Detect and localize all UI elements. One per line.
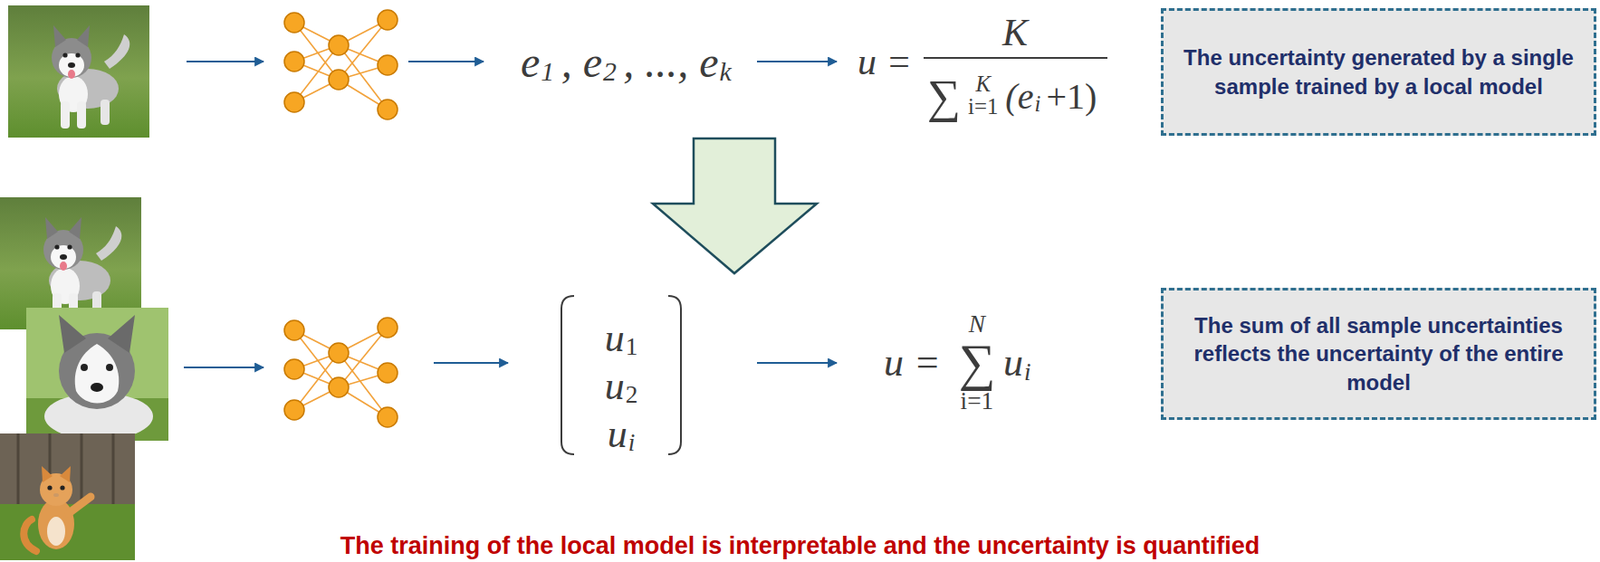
math-symbol: u [607, 411, 628, 458]
math-symbol: i [1024, 358, 1032, 387]
math-symbol: 1 [625, 333, 639, 362]
note-box: The sum of all sample uncertainties refl… [1160, 287, 1597, 421]
math-symbol: , ..., e [622, 37, 719, 87]
math-symbol: i [1034, 91, 1041, 117]
math-symbol: K [1002, 10, 1028, 55]
math-symbol: u [604, 363, 625, 410]
formula: K [1002, 10, 1028, 55]
math-symbol: u [1003, 339, 1024, 386]
math-symbol: u = [883, 339, 941, 386]
math-symbol: u [604, 315, 625, 362]
math-symbol: 2 [625, 381, 639, 410]
sum-limits: Ki=1 [967, 73, 998, 119]
math-symbol: +1) [1046, 75, 1098, 118]
math-symbol: k [719, 56, 732, 87]
formula: u1 [604, 315, 639, 362]
math-symbol: N [968, 312, 986, 337]
formula: ui [607, 411, 636, 458]
sum-limits: N∑i=1 [958, 312, 997, 414]
math-symbol: i=1 [967, 95, 998, 119]
formula: ∑Ki=1(ei+1) [927, 69, 1097, 124]
formula: u2 [604, 363, 639, 410]
math-symbol: , e [561, 37, 603, 87]
note-box: The uncertainty generated by a single sa… [1160, 8, 1597, 136]
math-symbol: (e [1005, 75, 1034, 118]
math-symbol: ∑ [958, 336, 997, 389]
math-symbol: i [628, 429, 636, 458]
formula: e1, e2, ..., ek [520, 37, 732, 87]
note-text: The sum of all sample uncertainties refl… [1163, 302, 1594, 406]
formula: u = [857, 39, 912, 84]
math-symbol: ∑ [927, 69, 961, 124]
math-symbol: K [975, 73, 991, 96]
formula: u =N∑i=1ui [883, 312, 1032, 414]
caption: The training of the local model is inter… [0, 532, 1600, 561]
math-symbol: e [520, 37, 540, 87]
math-symbol: 1 [540, 56, 555, 87]
math-symbol: u = [857, 39, 912, 84]
math-symbol: i=1 [960, 389, 995, 414]
note-text: The uncertainty generated by a single sa… [1163, 34, 1594, 109]
math-symbol: 2 [603, 56, 617, 87]
